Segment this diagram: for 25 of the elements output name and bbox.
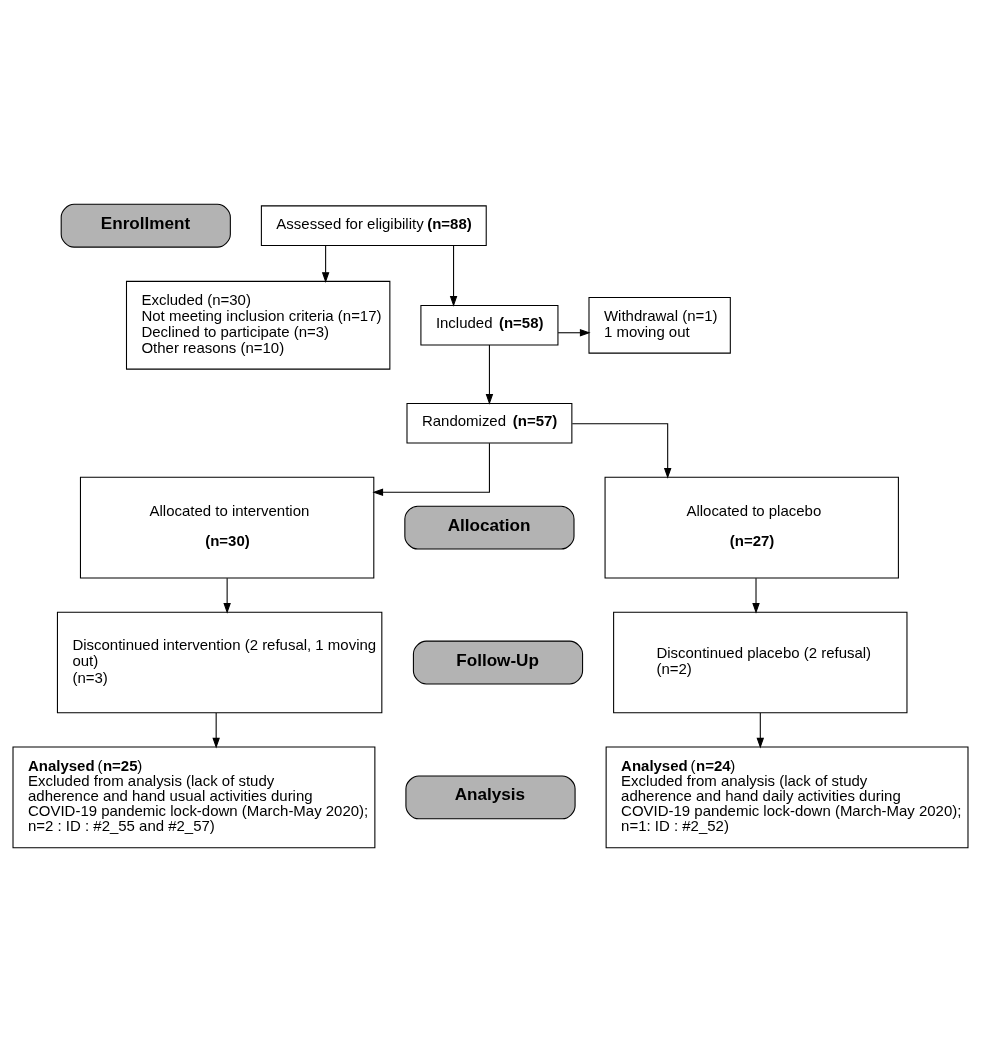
node-box: Randomized (n=57) bbox=[406, 402, 573, 444]
node-box: Analysis bbox=[405, 775, 576, 820]
node-box: Assessed for eligibility (n=88) bbox=[260, 205, 487, 247]
node-box: Analysed (n=24) Excluded from analysis (lack of study adherence and hand daily activities during COVID-19 pandemic lock-down (March-May 2020); n=1: ID : #2_52) bbox=[605, 746, 969, 849]
node-box: Withdrawal (n=1) 1 moving out bbox=[588, 296, 731, 354]
arrow bbox=[449, 245, 458, 307]
arrow bbox=[212, 712, 220, 749]
arrow bbox=[752, 577, 760, 614]
arrow bbox=[372, 442, 490, 497]
arrow bbox=[223, 577, 231, 614]
arrow bbox=[756, 712, 765, 749]
arrow bbox=[571, 423, 672, 479]
node-box: Excluded (n=30) Not meeting inclusion criteria (n=17) Declined to participate (n=3) Other reasons (n=10) bbox=[125, 280, 391, 370]
node-box: Allocated to intervention (n=30) bbox=[79, 476, 375, 579]
node-box: Included (n=58) bbox=[420, 304, 559, 346]
arrow bbox=[557, 329, 591, 337]
node-box: Enrollment bbox=[60, 203, 231, 248]
arrow bbox=[321, 245, 330, 283]
node-box: Discontinued placebo (2 refusal) (n=2) bbox=[613, 611, 908, 714]
node-box: Analysed (n=25) Excluded from analysis (lack of study adherence and hand usual activities during COVID-19 pandemic lock-down (March-May 2020); n=2 : ID : #2_55 and #2_57) bbox=[12, 746, 376, 849]
arrow bbox=[485, 344, 494, 405]
node-box: Allocated to placebo (n=27) bbox=[604, 476, 899, 579]
node-box: Follow-Up bbox=[412, 640, 584, 685]
node-box: Discontinued intervention (2 refusal, 1 moving out) (n=3) bbox=[56, 611, 383, 714]
node-box: Allocation bbox=[404, 505, 575, 550]
